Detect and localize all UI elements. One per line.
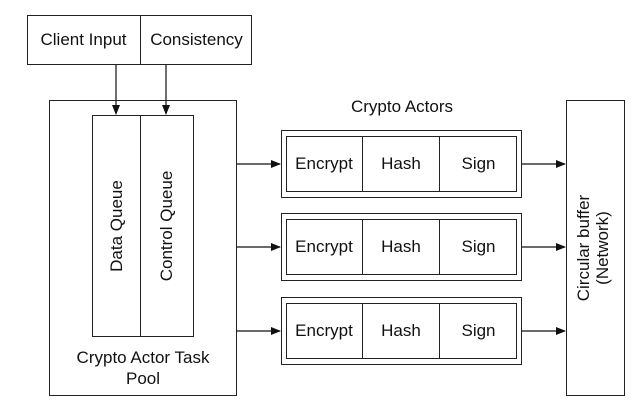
actor-row-2-encrypt: Encrypt	[286, 219, 363, 275]
client-input-box: Client Input	[27, 15, 141, 65]
pool-title-line2: Pool	[125, 369, 161, 388]
sign-label: Sign	[461, 321, 496, 340]
actor-row-1-inner	[286, 136, 517, 192]
top-input-box	[27, 15, 252, 65]
sign-label: Sign	[461, 237, 496, 256]
actor-row-3-encrypt: Encrypt	[286, 303, 363, 359]
encrypt-label: Encrypt	[295, 237, 353, 256]
circular-buffer-box	[566, 100, 625, 396]
actor-row-2-inner	[286, 219, 517, 275]
actor-row-3-sign: Sign	[440, 303, 517, 359]
hash-label: Hash	[381, 154, 421, 173]
data-queue-box	[92, 115, 141, 337]
control-queue-box	[140, 115, 194, 337]
actor-row-2-hash: Hash	[363, 219, 440, 275]
sign-label: Sign	[461, 154, 496, 173]
encrypt-label: Encrypt	[295, 154, 353, 173]
consistency-box: Consistency	[141, 15, 252, 65]
actor-row-2-sign: Sign	[440, 219, 517, 275]
pool-title-line1: Crypto Actor Task	[76, 348, 210, 367]
client-input-label: Client Input	[40, 30, 127, 49]
hash-label: Hash	[381, 237, 421, 256]
actor-row-3-hash: Hash	[363, 303, 440, 359]
encrypt-label: Encrypt	[295, 321, 353, 340]
consistency-label: Consistency	[150, 30, 243, 49]
actor-row-1-hash: Hash	[363, 136, 440, 192]
actor-row-1-sign: Sign	[440, 136, 517, 192]
hash-label: Hash	[381, 321, 421, 340]
actor-row-3-inner	[286, 303, 517, 359]
actor-row-1-encrypt: Encrypt	[286, 136, 363, 192]
crypto-actors-title: Crypto Actors	[350, 97, 454, 116]
